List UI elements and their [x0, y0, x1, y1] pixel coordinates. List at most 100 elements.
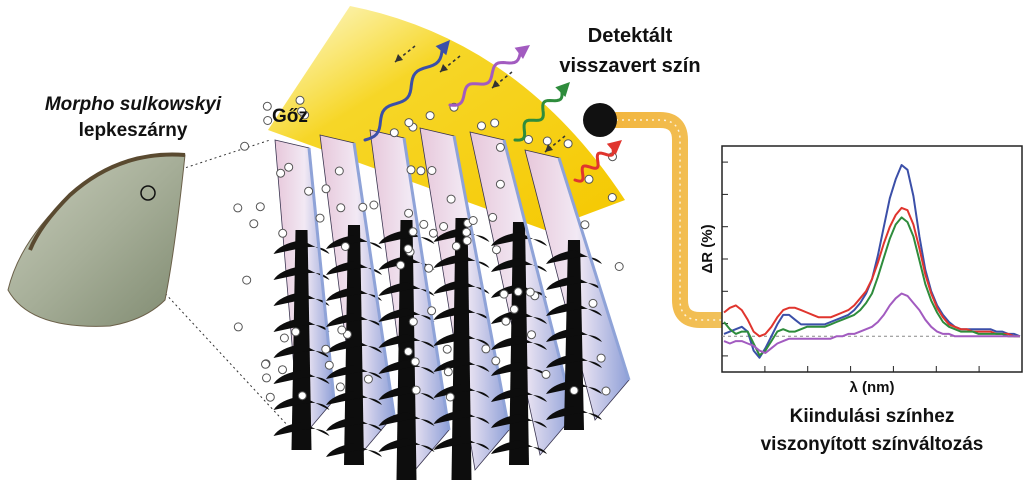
vapor-molecule — [495, 179, 505, 189]
vapor-molecule — [542, 136, 552, 146]
vapor-molecule — [481, 344, 491, 354]
vapor-molecule — [428, 228, 438, 238]
vapor-molecule — [291, 327, 301, 337]
vapor-molecule — [403, 244, 413, 254]
vapor-molecule — [242, 275, 252, 285]
vapor-molecule — [403, 347, 413, 356]
vapor-molecule — [513, 287, 523, 297]
ridge-tooth — [433, 306, 490, 320]
reflected-light-arrows — [363, 40, 622, 183]
vapor-molecule — [297, 106, 307, 116]
ridge-tooth — [326, 365, 382, 379]
ridge-edge — [452, 135, 511, 431]
ridge-tooth — [546, 354, 602, 368]
chart-caption-line2: viszonyított színváltozás — [760, 434, 984, 455]
ridge-tooth — [273, 422, 330, 436]
ridge-tooth — [491, 258, 547, 272]
vapor-molecule — [408, 227, 418, 237]
vapor-molecule — [304, 186, 314, 196]
vapor-molecule — [284, 162, 294, 172]
vapor-molecule — [233, 203, 243, 213]
ridge-tooth — [491, 388, 547, 402]
vapor-molecule — [419, 219, 429, 229]
vapor-molecule — [427, 166, 437, 175]
vapor-molecule — [477, 121, 486, 131]
vapor-molecule — [488, 212, 498, 222]
vapor-molecule — [541, 369, 551, 379]
vapor-molecule — [468, 216, 478, 225]
zoom-line-bottom — [161, 289, 291, 429]
ridge-tooth — [273, 396, 330, 410]
incoming-light-arrow — [394, 45, 416, 63]
vapor-molecule — [261, 359, 270, 369]
incoming-light-arrowhead — [395, 54, 403, 62]
vapor-molecule — [278, 365, 287, 375]
vapor-molecule — [462, 236, 472, 246]
vapor-molecule — [297, 391, 307, 401]
vapor-molecule — [406, 165, 416, 175]
vapor-molecule — [265, 392, 275, 402]
ridge-tooth — [546, 302, 602, 316]
vapor-molecule — [427, 306, 437, 316]
ridge-tooth — [326, 287, 382, 301]
ridge-tooth — [326, 261, 382, 275]
ridge-tooth — [273, 370, 330, 384]
vapor-label: Gőz — [272, 106, 308, 127]
incoming-light-arrow — [439, 55, 461, 73]
vapor-molecule — [439, 222, 449, 231]
ridge-tooth — [546, 250, 602, 264]
ridge-tooth — [378, 360, 435, 374]
ridge-tooth — [378, 386, 435, 400]
vapor-molecule — [369, 200, 379, 210]
ridge-tooth — [273, 240, 330, 254]
vapor-molecule — [584, 174, 594, 184]
vapor-molecule — [315, 213, 325, 223]
vapor-molecule — [240, 141, 250, 151]
x-axis-label: λ (nm) — [850, 379, 895, 396]
ridge-tooth — [491, 440, 547, 454]
ridge-tooth — [491, 336, 547, 350]
ridge-tooth — [326, 417, 382, 431]
ridge-tooth — [433, 436, 490, 450]
vapor-molecule — [262, 373, 271, 383]
vapor-molecule — [525, 287, 535, 297]
vapor-molecule — [492, 245, 501, 255]
vapor-molecule — [509, 304, 519, 314]
species-name: Morpho sulkowskyi — [44, 94, 222, 115]
ridge-tooth — [433, 280, 490, 294]
vapor-molecule — [495, 142, 505, 152]
vapor-molecule — [295, 95, 305, 105]
vapor-molecule — [442, 344, 452, 354]
vapor-molecule — [443, 367, 453, 377]
ridge-tooth — [326, 313, 382, 327]
incoming-light-arrowhead — [440, 64, 448, 72]
vapor-molecule — [389, 128, 399, 138]
vapor-molecule — [445, 392, 455, 402]
ridge-tooth — [378, 438, 435, 452]
vapor-molecule — [524, 135, 533, 144]
wing-label: lepkeszárny — [78, 120, 188, 141]
ridge-tooth — [273, 318, 330, 332]
vapor-molecule — [321, 184, 331, 194]
ridge-tooth — [491, 362, 547, 376]
ridge-tooth — [491, 232, 547, 246]
vapor-molecule — [446, 194, 456, 204]
ridge-tooth — [433, 228, 490, 242]
vapor-molecule — [588, 298, 598, 308]
incoming-light-arrowhead — [492, 80, 500, 88]
vapor-molecule — [249, 219, 259, 229]
vapor-molecule — [336, 203, 346, 213]
ridge-tooth — [378, 308, 435, 322]
ridge-tooth — [326, 339, 382, 353]
ridge-tooth — [546, 406, 602, 420]
chart-frame — [721, 145, 1023, 373]
vapor-molecule — [262, 101, 272, 111]
vapor-molecule — [569, 386, 579, 395]
vapor-molecule — [404, 208, 414, 218]
ridge-tooth — [378, 412, 435, 426]
vapor-molecule — [499, 289, 509, 299]
ridge-tooth — [273, 292, 330, 306]
vapor-molecule — [601, 386, 611, 396]
